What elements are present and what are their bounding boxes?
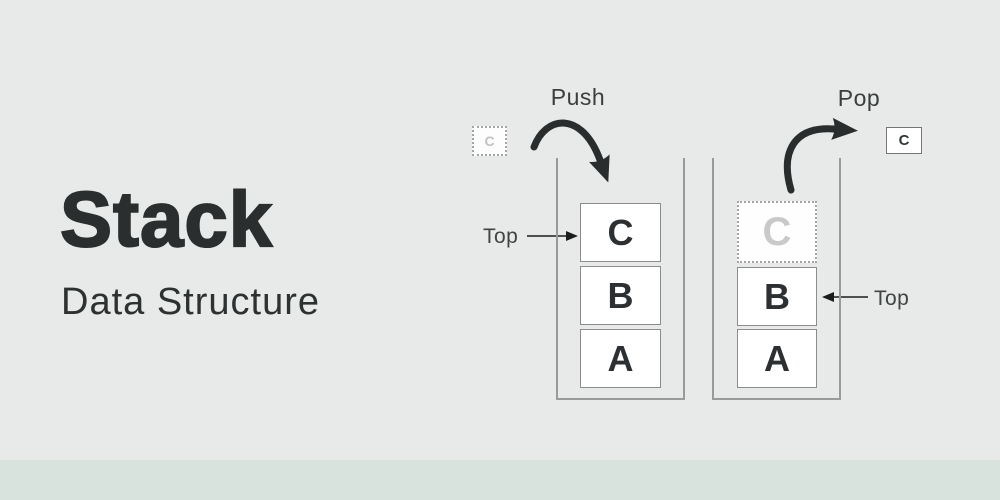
pop-top-label: Top — [874, 287, 910, 310]
push-curved-arrow — [530, 119, 610, 183]
pop-stack-container — [712, 158, 841, 400]
page-subtitle: Data Structure — [61, 281, 320, 323]
pop-stack-cell-a: A — [737, 329, 817, 388]
popped-item-letter: C — [898, 132, 910, 149]
page-title: Stack — [59, 175, 274, 263]
push-stack-cell-c: C — [580, 203, 661, 262]
incoming-item-ghost-box: C — [472, 126, 507, 156]
incoming-item-letter: C — [484, 133, 495, 149]
push-stack-container — [556, 158, 685, 400]
footer-strip — [0, 460, 1000, 500]
pop-stack-ghost-cell: C — [737, 201, 817, 263]
popped-item-box: C — [886, 127, 922, 154]
push-stack-cell-a: A — [580, 329, 661, 388]
pop-label: Pop — [837, 85, 881, 111]
push-top-label: Top — [483, 225, 519, 248]
push-stack-cell-b: B — [580, 266, 661, 325]
push-label: Push — [550, 84, 606, 110]
pop-stack-cell-b: B — [737, 267, 817, 326]
